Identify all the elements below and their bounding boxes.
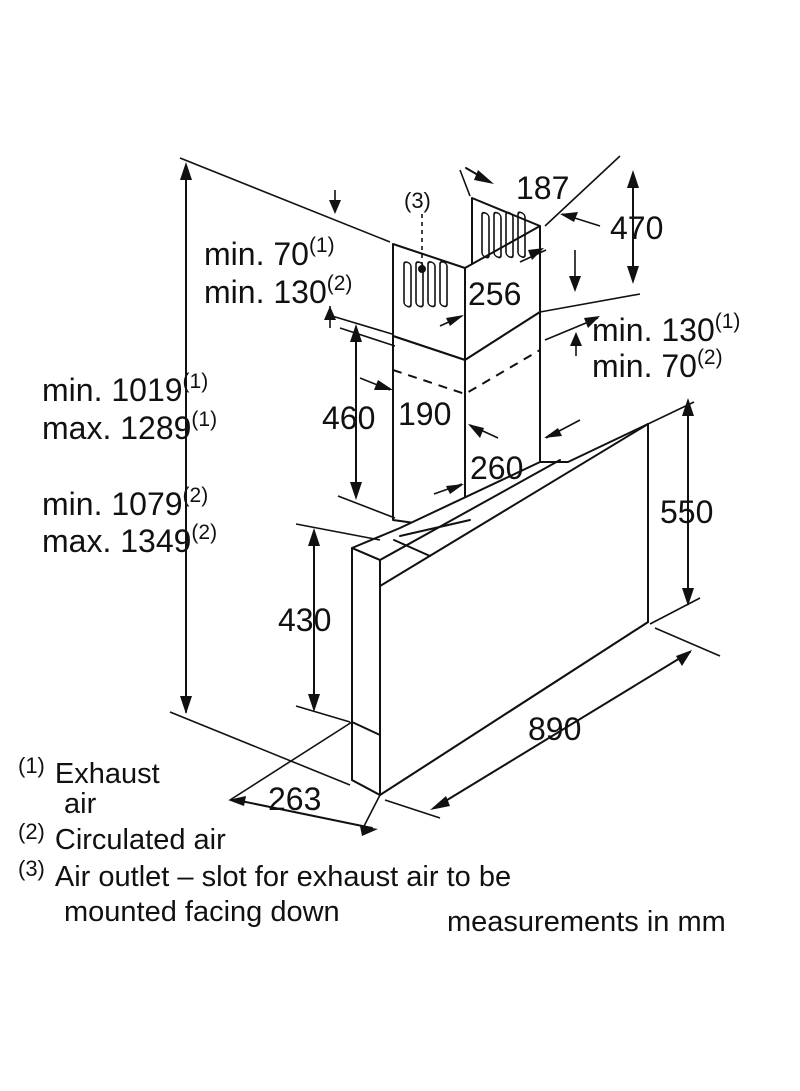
right-clearance-exhaust: min. 130(1) [592,310,741,348]
callout-3: (3) [404,188,431,213]
dimension-460: 460 [322,400,376,436]
left-clearance-exhaust: min. 70(1) [204,234,335,272]
legend-item-air-outlet: (3)Air outlet – slot for exhaust air to … [18,856,512,893]
legend-item-exhaust: (1)Exhaust [18,753,160,790]
dimension-470: 470 [610,210,664,246]
dimension-260: 260 [470,450,524,486]
height-exhaust-max: max. 1289(1) [42,408,218,446]
canopy-side [351,547,381,796]
glass-panel [379,423,649,796]
left-clearance-circulated: min. 130(2) [204,272,353,310]
air-outlet-marker [418,265,426,273]
height-circulated-min: min. 1079(2) [42,484,209,522]
dimension-263: 263 [268,781,322,817]
vent-slots-left [403,260,448,308]
dimension-187: 187 [516,170,570,206]
legend-item-air-outlet-line2: mounted facing down [64,896,340,928]
dimension-190: 190 [398,396,452,432]
vent-slots-right [481,211,526,259]
dimension-lines [169,155,721,836]
chimney-upper [392,197,541,361]
legend-item-exhaust-line2: air [64,788,97,820]
dimension-550: 550 [660,494,714,530]
height-circulated-max: max. 1349(2) [42,521,218,559]
legend-item-circulated: (2)Circulated air [18,819,226,856]
chimney-lower-left-face [392,335,466,531]
dimension-430: 430 [278,602,332,638]
dimension-256: 256 [468,276,522,312]
canopy [351,423,649,796]
height-exhaust-min: min. 1019(1) [42,370,209,408]
units-note: measurements in mm [447,906,726,938]
right-clearance-circulated: min. 70(2) [592,346,723,384]
dimension-890: 890 [528,711,582,747]
